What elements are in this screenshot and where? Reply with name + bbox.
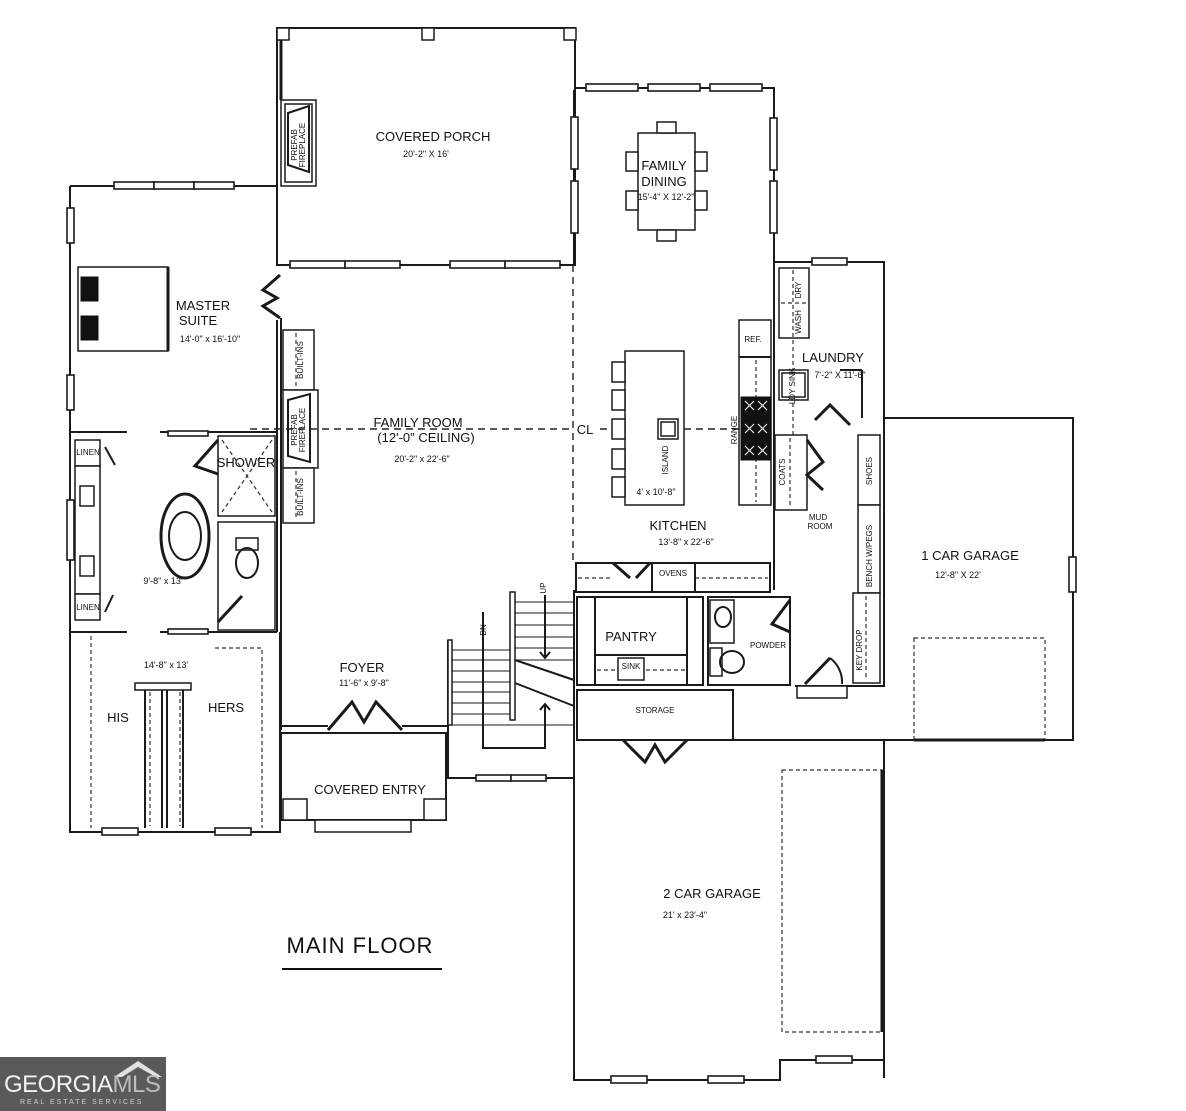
roof-icon	[114, 1061, 162, 1077]
ovens-label: OVENS	[659, 569, 687, 578]
key-drop-label: KEY DROP	[855, 629, 864, 670]
family-room-dims: 20'-2" x 22'-6"	[394, 454, 449, 464]
powder-label: POWDER	[750, 641, 786, 650]
master-suite-label-2: SUITE	[179, 313, 218, 328]
logo-tagline: REAL ESTATE SERVICES	[20, 1099, 144, 1106]
porch-fireplace-label-2: FIREPLACE	[298, 123, 307, 167]
hers-label: HERS	[208, 700, 244, 715]
range-label: RANGE	[730, 416, 739, 444]
one-car-garage	[883, 417, 1077, 1078]
logo-wordmark: GEORGIAMLS	[4, 1071, 161, 1099]
one-car-garage-label: 1 CAR GARAGE	[921, 548, 1019, 563]
laundry-dims: 7'-2" X 11'-6"	[814, 370, 865, 380]
master-suite	[66, 181, 281, 432]
covered-entry-label: COVERED ENTRY	[314, 782, 426, 797]
stair-up-label: UP	[539, 582, 548, 593]
coats-label: COATS	[778, 459, 787, 486]
family-room-label: FAMILY ROOM	[373, 415, 462, 430]
built-ins-label-bottom: BUILT-INS	[296, 478, 305, 516]
logo-word-georgia: GEORGIA	[4, 1071, 113, 1098]
two-car-garage	[573, 590, 885, 1084]
ref-label: REF.	[744, 335, 761, 344]
porch-fireplace-label-1: PREFAB	[290, 129, 299, 161]
foyer-label: FOYER	[340, 660, 385, 675]
family-dining-label-1: FAMILY	[641, 158, 687, 173]
mud-room-label-1: MUD	[809, 513, 827, 522]
kitchen-label: KITCHEN	[649, 518, 706, 533]
two-car-garage-dims: 21' x 23'-4"	[663, 910, 707, 920]
shower-label: SHOWER	[217, 455, 276, 470]
closet	[69, 632, 281, 836]
master-suite-label-1: MASTER	[176, 298, 230, 313]
master-bath	[66, 430, 278, 635]
staircase	[447, 591, 575, 782]
island-label: ISLAND	[661, 445, 670, 474]
dryer-label: DRY	[794, 281, 803, 298]
kitchen-dims: 13'-8" x 22'-6"	[658, 537, 713, 547]
pantry	[576, 596, 704, 686]
pantry-sink-label: SINK	[622, 662, 641, 671]
laundry-sink-label: LDY SINK	[788, 367, 797, 404]
family-dining-label-2: DINING	[641, 174, 687, 189]
georgia-mls-logo: GEORGIAMLS REAL ESTATE SERVICES	[0, 1057, 166, 1111]
linen-label-top: LINEN	[76, 448, 100, 457]
storage	[576, 689, 734, 765]
mud-room-label-2: ROOM	[808, 522, 833, 531]
family-room	[250, 260, 740, 730]
covered-porch-dims: 20'-2" X 16'	[403, 149, 449, 159]
bench-label: BENCH W/PEGS	[865, 525, 874, 587]
pantry-label: PANTRY	[605, 629, 657, 644]
powder-room	[707, 596, 792, 686]
laundry-label: LAUNDRY	[802, 350, 864, 365]
master-suite-dims: 14'-0" x 16'-10"	[180, 334, 240, 344]
family-fireplace-label-1: PREFAB	[290, 414, 299, 446]
kitchen	[575, 262, 775, 593]
washer-label: WASH	[794, 310, 803, 334]
family-dining	[570, 83, 778, 265]
one-car-garage-dims: 12'-8" X 22'	[935, 570, 981, 580]
two-car-garage-label: 2 CAR GARAGE	[663, 886, 761, 901]
logo-word-mls: MLS	[112, 1071, 161, 1098]
covered-porch	[276, 27, 577, 266]
built-ins-label-top: BUILT-INS	[296, 341, 305, 379]
closet-dims: 14'-8" x 13'	[144, 660, 188, 670]
stair-down-label: DN	[479, 624, 488, 636]
foyer	[280, 699, 448, 833]
master-bath-dims: 9'-8" x 13'	[143, 576, 182, 586]
family-room-ceiling: (12'-0" CEILING)	[377, 430, 474, 445]
storage-label: STORAGE	[636, 706, 675, 715]
his-label: HIS	[107, 710, 129, 725]
island-dims: 4' x 10'-8"	[636, 487, 675, 497]
covered-porch-label: COVERED PORCH	[376, 129, 491, 144]
family-dining-dims: 15'-4" X 12'-2"	[638, 192, 695, 202]
shoes-label: SHOES	[865, 457, 874, 485]
laundry	[774, 257, 885, 699]
family-fireplace-label-2: FIREPLACE	[298, 408, 307, 452]
plan-title: MAIN FLOOR	[287, 933, 434, 958]
foyer-dims: 11'-6" x 9'-8"	[339, 678, 389, 688]
linen-label-bottom: LINEN	[76, 603, 100, 612]
centerline-label: CL	[577, 422, 594, 437]
